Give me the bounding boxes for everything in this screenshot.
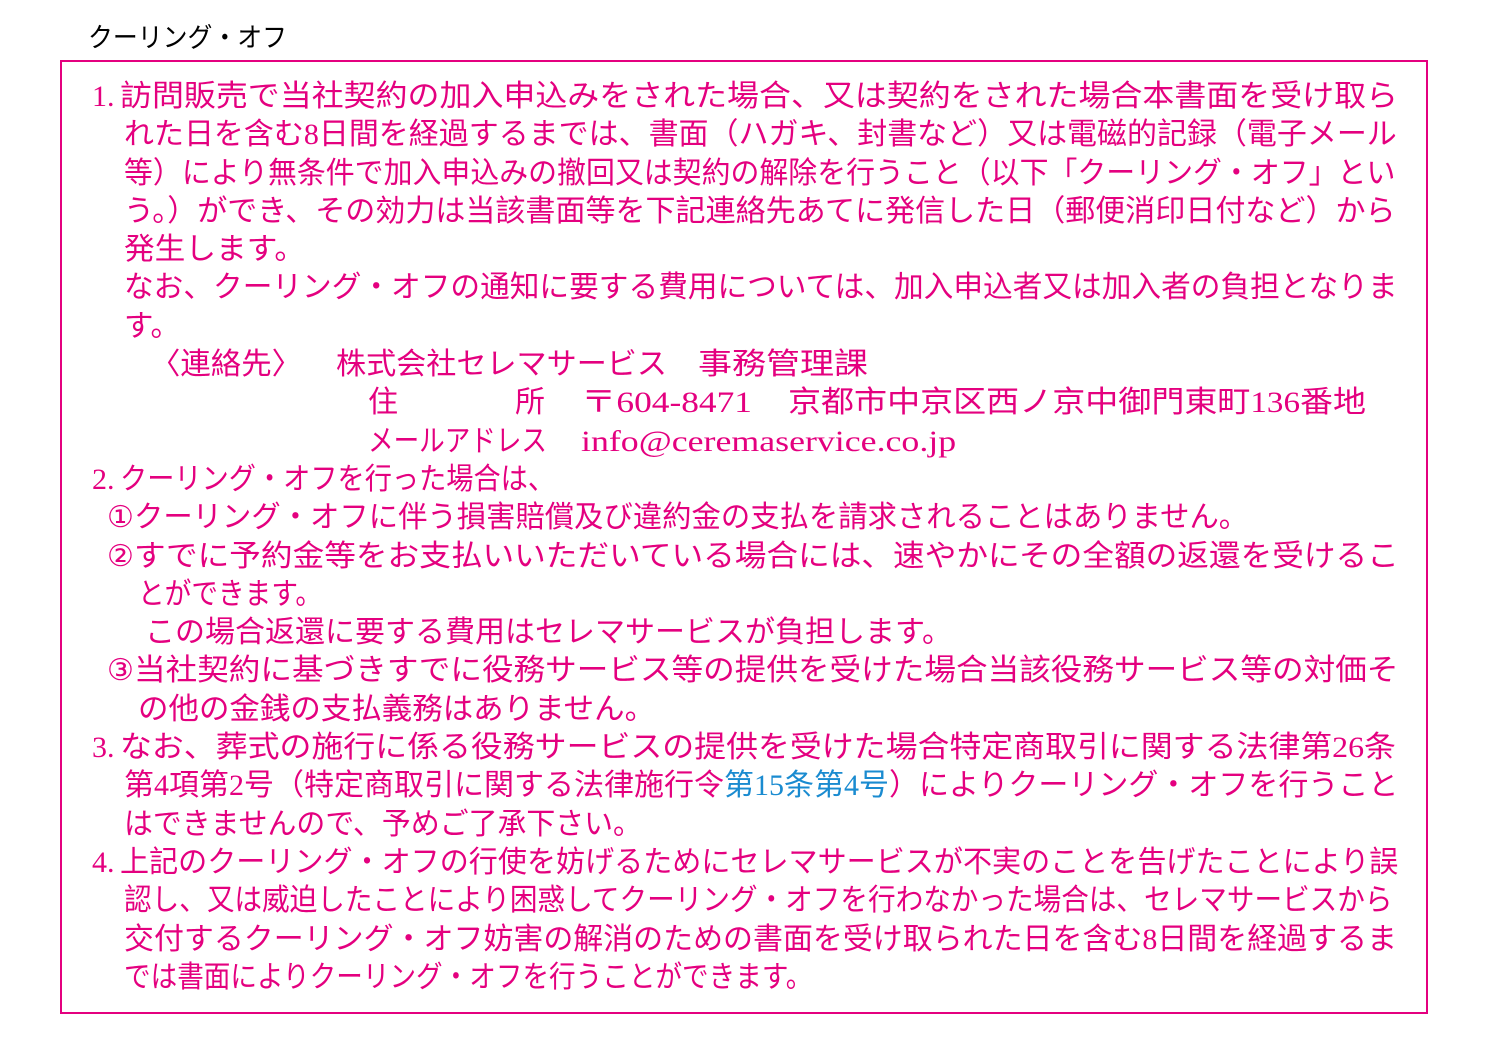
email-label: メールアドレス [368, 424, 548, 458]
sub-item-marker: ② [107, 539, 134, 573]
sub-item-text: とができます。 [138, 577, 323, 611]
clause-4-line: では書面によりクーリング・オフを行うことができます。 [92, 959, 1412, 997]
clause-1-line: 発生します。 [92, 231, 1412, 269]
clause-text: 認し、又は威迫したことにより困惑してクーリング・オフを行わなかった場合は、セレマ… [124, 884, 1393, 918]
sub-item-text: すでに予約金等をお支払いいただいている場合には、速やかにその全額の返還を受けるこ [133, 539, 1399, 573]
clause-number: 3. [92, 731, 115, 765]
postal-code: 〒604-8471 [581, 386, 752, 420]
clause-number: 1. [92, 80, 115, 113]
clause-4-line: 交付するクーリング・オフ妨害の解消のための書面を受け取られた日を含む8日間を経過… [92, 921, 1412, 959]
note-text: なお、クーリング・オフの通知に要する費用については、加入申込者又は加入者の負担と… [124, 271, 1398, 305]
clause-text: 第4項第2号（特定商取引に関する法律施行令第15条第4号）によりクーリング・オフ… [124, 767, 1398, 805]
clause-4-line: 4.上記のクーリング・オフの行使を妨げるためにセレマサービスが不実のことを告げた… [92, 844, 1412, 882]
email-row: メールアドレス info@ceremaservice.co.jp [92, 423, 1412, 461]
clause-1-line: う。）ができ、その効力は当該書面等を下記連絡先あてに発信した日（郵便消印日付など… [92, 193, 1412, 231]
clause-text: う。）ができ、その効力は当該書面等を下記連絡先あてに発信した日（郵便消印日付など… [124, 194, 1396, 228]
sub-item-text: 当社契約に基づきすでに役務サービス等の提供を受けた場合当該役務サービス等の対価そ [133, 654, 1399, 688]
sub-item-marker: ① [107, 501, 134, 535]
clause-text: 訪問販売で当社契約の加入申込みをされた場合、又は契約をされた場合本書面を受け取ら [120, 80, 1399, 113]
page-title: クーリング・オフ [88, 23, 288, 53]
address: 京都市中京区西ノ京中御門東町136番地 [788, 386, 1367, 420]
sub-item-text: クーリング・オフに伴う損害賠償及び違約金の支払を請求されることはありません。 [133, 501, 1249, 535]
clause-4-line: 認し、又は威迫したことにより困惑してクーリング・オフを行わなかった場合は、セレマ… [92, 882, 1412, 920]
company-name: 株式会社セレマサービス [336, 348, 667, 382]
note-text: す。 [124, 309, 181, 343]
clause-3-line: 第4項第2号（特定商取引に関する法律施行令第15条第4号）によりクーリング・オフ… [92, 767, 1412, 805]
contact-row: 〈連絡先〉 株式会社セレマサービス 事務管理課 [92, 346, 1412, 384]
clause-text: 上記のクーリング・オフの行使を妨げるためにセレマサービスが不実のことを告げたこと… [120, 845, 1399, 879]
clause-text: クーリング・オフを行った場合は、 [120, 462, 556, 496]
clause-3-line: はできませんので、予めご了承下さい。 [92, 806, 1412, 844]
sub-item-line: の他の金銭の支払義務はありません。 [92, 691, 1412, 729]
sub-item-note-line: この場合返還に要する費用はセレマサービスが負担します。 [92, 614, 1412, 652]
contact-label: 〈連絡先〉 [150, 348, 302, 382]
clause-1-line: 等）により無条件で加入申込みの撤回又は契約の解除を行うこと（以下「クーリング・オ… [92, 155, 1412, 193]
clause-1-note-line: す。 [92, 308, 1412, 346]
clause-text: 等）により無条件で加入申込みの撤回又は契約の解除を行うこと（以下「クーリング・オ… [124, 156, 1396, 190]
clause-text-segment: 第4項第2号（特定商取引に関する法律施行令 [124, 769, 724, 803]
sub-item-text: の他の金銭の支払義務はありません。 [138, 692, 656, 726]
sub-item-note: この場合返還に要する費用はセレマサービスが負担します。 [145, 616, 952, 650]
sub-item-line: ①クーリング・オフに伴う損害賠償及び違約金の支払を請求されることはありません。 [92, 499, 1412, 537]
clause-2-line: 2.クーリング・オフを行った場合は、 [92, 461, 1412, 499]
clause-1-line: 1.訪問販売で当社契約の加入申込みをされた場合、又は契約をされた場合本書面を受け… [92, 78, 1412, 116]
sub-item-line: ③当社契約に基づきすでに役務サービス等の提供を受けた場合当該役務サービス等の対価… [92, 652, 1412, 690]
clause-3-line: 3.なお、葬式の施行に係る役務サービスの提供を受けた場合特定商取引に関する法律第… [92, 729, 1412, 767]
sub-item-marker: ③ [107, 654, 134, 688]
statute-reference-link[interactable]: 第15条第4号 [724, 769, 889, 803]
cooling-off-terms-box: 1.訪問販売で当社契約の加入申込みをされた場合、又は契約をされた場合本書面を受け… [60, 60, 1428, 1014]
sub-item-line: とができます。 [92, 576, 1412, 614]
clause-1-line: れた日を含む8日間を経過するまでは、書面（ハガキ、封書など）又は電磁的記録（電子… [92, 116, 1412, 154]
clause-text: では書面によりクーリング・オフを行うことができます。 [124, 960, 813, 994]
email-address: info@ceremaservice.co.jp [581, 424, 957, 458]
address-label: 住 所 [368, 386, 545, 420]
terms-content: 1.訪問販売で当社契約の加入申込みをされた場合、又は契約をされた場合本書面を受け… [92, 78, 1412, 997]
department-name: 事務管理課 [698, 348, 868, 382]
clause-text: なお、葬式の施行に係る役務サービスの提供を受けた場合特定商取引に関する法律第26… [120, 731, 1396, 765]
sub-item-line: ②すでに予約金等をお支払いいただいている場合には、速やかにその全額の返還を受ける… [92, 538, 1412, 576]
clause-number: 4. [92, 845, 115, 879]
clause-text-segment: ）によりクーリング・オフを行うこと [889, 769, 1399, 803]
clause-text: はできませんので、予めご了承下さい。 [124, 807, 642, 841]
clause-text: れた日を含む8日間を経過するまでは、書面（ハガキ、封書など）又は電磁的記録（電子… [124, 118, 1397, 152]
clause-text: 発生します。 [124, 233, 306, 267]
address-row: 住 所 〒604-8471 京都市中京区西ノ京中御門東町136番地 [92, 384, 1412, 422]
clause-1-note-line: なお、クーリング・オフの通知に要する費用については、加入申込者又は加入者の負担と… [92, 269, 1412, 307]
clause-text: 交付するクーリング・オフ妨害の解消のための書面を受け取られた日を含む8日間を経過… [124, 922, 1397, 956]
clause-number: 2. [92, 462, 115, 496]
